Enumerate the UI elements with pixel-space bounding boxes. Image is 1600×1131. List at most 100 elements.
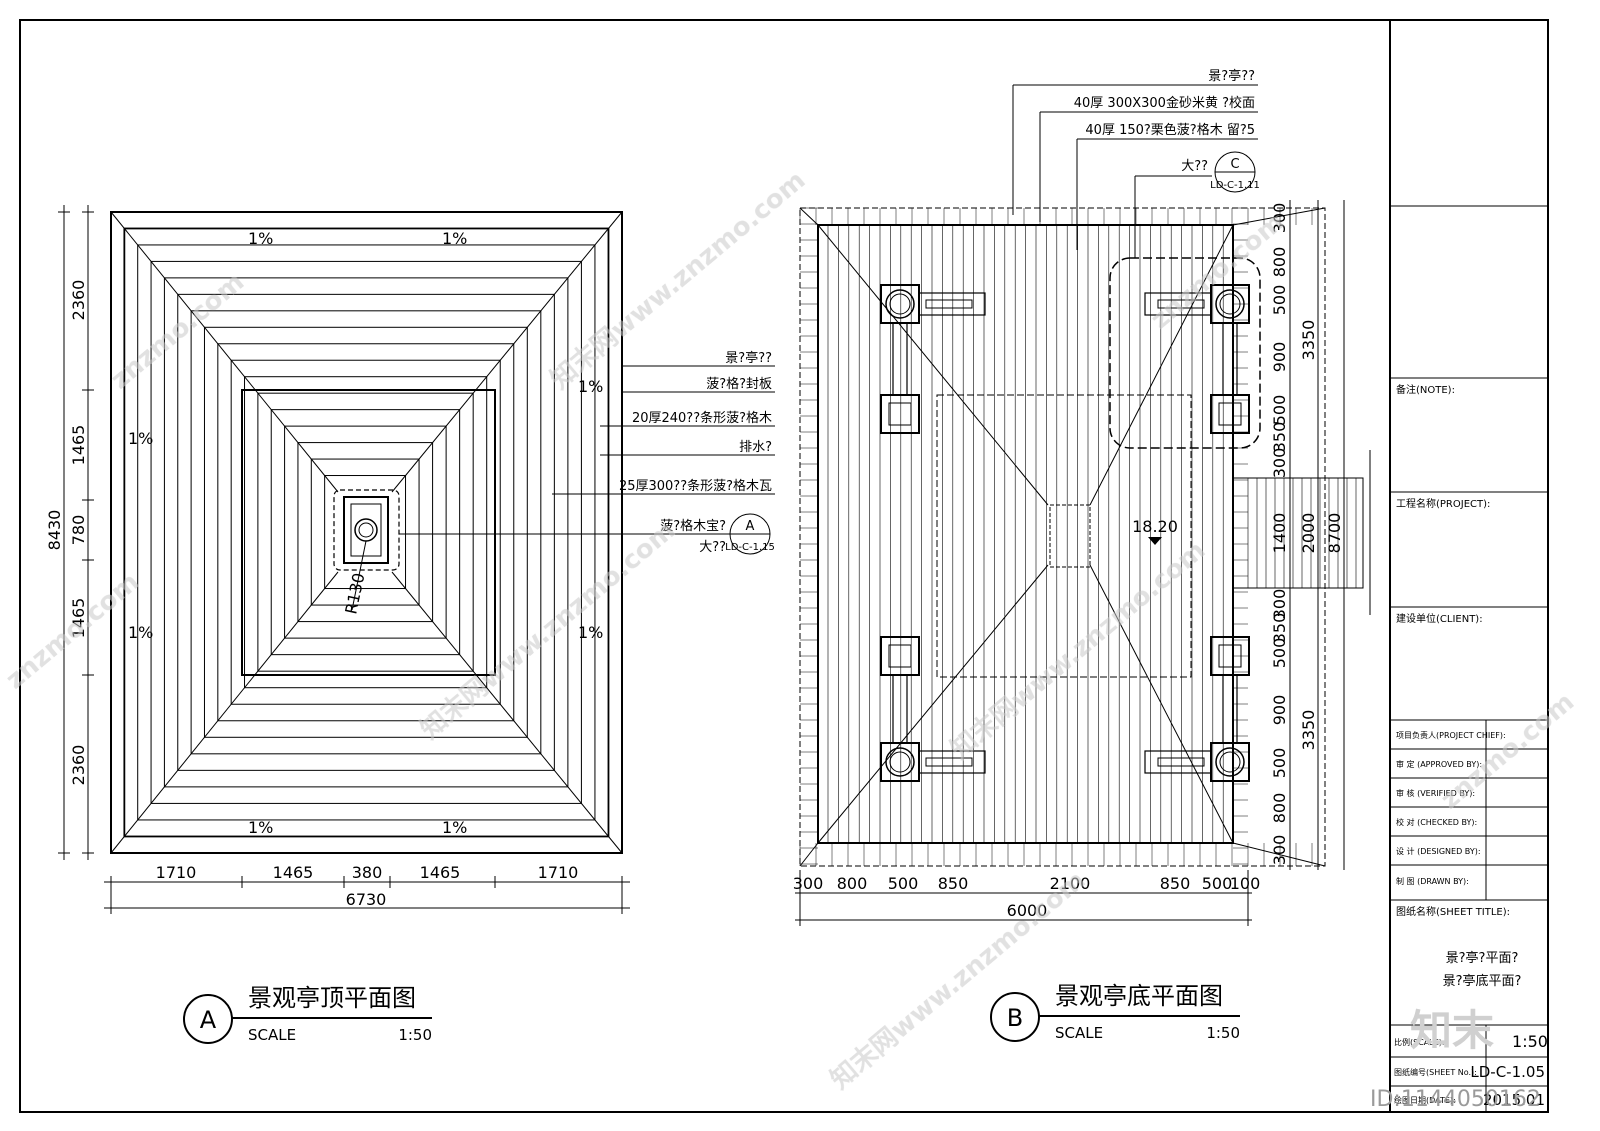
- bench-3: [918, 750, 986, 774]
- watermark-8: znzmo.com: [1435, 687, 1580, 815]
- tb-sheet-no: LD-C-1.05: [1470, 1063, 1545, 1081]
- slope-label-3: 1%: [128, 429, 153, 448]
- finial-base: [343, 496, 389, 564]
- dim-bottom-1: 1710: [156, 863, 197, 882]
- dim-right-inner-9: 300: [1270, 589, 1289, 620]
- ref-a-sheet: LD-C-1.15: [725, 542, 775, 553]
- callout-a-5: 25厚300??条形菠?格木瓦: [619, 478, 772, 494]
- column-square-3: [880, 636, 920, 676]
- finial-circle: [354, 518, 378, 542]
- dim-right-inner-5: 500: [1270, 395, 1289, 426]
- dim-right-inner-7: 300: [1270, 448, 1289, 479]
- slope-label-8: 1%: [442, 818, 467, 837]
- dim-right-inner-3: 500: [1270, 285, 1289, 316]
- dim-left-1: 2360: [69, 280, 88, 321]
- plan-a-scale-label: SCALE: [248, 1026, 296, 1044]
- tb-scale-label: 比例(SCALE):: [1394, 1037, 1445, 1047]
- plan-a-title: 景观亭顶平面图: [248, 984, 416, 1012]
- plan-b-right-dim-text: 3008005009005003503001400300350500900500…: [1270, 203, 1289, 866]
- roof-projection-dashed: [936, 394, 1192, 678]
- tb-role-2: 审 定 (APPROVED BY):: [1396, 759, 1482, 769]
- tb-role-5: 设 计 (DESIGNED BY):: [1396, 846, 1481, 856]
- plan-b-callouts: [1012, 84, 1258, 258]
- plan-b-scale-label: SCALE: [1055, 1024, 1103, 1042]
- slope-label-1: 1%: [248, 229, 273, 248]
- dim-right-inner-11: 500: [1270, 638, 1289, 669]
- dim-right-inner-4: 900: [1270, 342, 1289, 373]
- callout-b-4: 大??: [1181, 159, 1208, 174]
- dim-bottom-total: 6730: [346, 890, 387, 909]
- dim-right-total: 8700: [1325, 513, 1344, 554]
- title-block-text: 备注(NOTE): 工程名称(PROJECT): 建设单位(CLIENT): 项…: [1394, 383, 1548, 1109]
- dim-right-mid-3: 3350: [1299, 710, 1318, 751]
- plan-a-left-dim-text: 2360 1465 780 1465 2360 8430: [45, 280, 88, 786]
- dim-right-inner-12: 900: [1270, 695, 1289, 726]
- tb-role-4: 校 对 (CHECKED BY):: [1396, 817, 1477, 827]
- radius-label: R130: [341, 571, 368, 616]
- callout-a-2: 菠?格?封板: [706, 376, 772, 392]
- plan-a-title-block: A 景观亭顶平面图 SCALE 1:50: [183, 984, 432, 1044]
- ref-c-letter: C: [1230, 157, 1239, 172]
- callout-a-6: 菠?格木宝?: [660, 518, 726, 534]
- title-block: [1390, 205, 1548, 1112]
- tb-date-label: 绘图日期(DATE):: [1394, 1095, 1456, 1105]
- dim-left-total: 8430: [45, 510, 64, 551]
- callout-b-3: 40厚 150?栗色菠?格木 留?5: [1085, 122, 1255, 138]
- roof-concentric-rings: [123, 227, 610, 838]
- tb-project: 工程名称(PROJECT):: [1396, 497, 1490, 510]
- plan-b-floor: [799, 207, 1371, 867]
- tb-date-value: 2015.01: [1483, 1091, 1545, 1109]
- column-square-1: [880, 394, 920, 434]
- slope-label-5: 1%: [128, 623, 153, 642]
- dim-left-4: 1465: [69, 598, 88, 639]
- detail-c-area: [1109, 257, 1261, 449]
- watermark-id: ID:1144050162: [1370, 1087, 1541, 1112]
- dim-right-inner-13: 500: [1270, 748, 1289, 779]
- tb-client: 建设单位(CLIENT):: [1396, 612, 1483, 625]
- dim-b-bottom-8: 100: [1230, 874, 1261, 893]
- dim-right-inner-8: 1400: [1270, 513, 1289, 554]
- dim-right-inner-6: 350: [1270, 422, 1289, 453]
- ref-a-letter: A: [746, 519, 755, 534]
- dim-right-mid-1: 3350: [1299, 320, 1318, 361]
- plan-a-callout-text: 景?亭?? 菠?格?封板 20厚240??条形菠?格木 排水? 25厚300??…: [619, 350, 775, 555]
- plan-a-callouts: [399, 365, 775, 555]
- plan-a-bottom-dims: [104, 876, 630, 914]
- plan-b-scale-value: 1:50: [1206, 1024, 1240, 1042]
- column-round-4: [1210, 742, 1250, 782]
- plan-a-left-dims: [58, 205, 94, 860]
- callout-a-4: 排水?: [739, 440, 772, 455]
- callout-b-2: 40厚 300X300金砂米黄 ?校面: [1074, 95, 1255, 111]
- tb-role-3: 审 核 (VERIFIED BY):: [1396, 788, 1475, 798]
- watermark-3: znzmo.com: [0, 567, 145, 695]
- plan-b-bottom-dims: [795, 870, 1252, 926]
- slope-label-2: 1%: [442, 229, 467, 248]
- dim-bottom-5: 1710: [538, 863, 579, 882]
- tb-sheet-title-1: 景?亭?平面?: [1446, 950, 1519, 966]
- plan-a-roof: [110, 211, 623, 854]
- column-round-1: [880, 284, 920, 324]
- slope-label-4: 1%: [578, 377, 603, 396]
- bench-1: [918, 292, 986, 316]
- plan-b-title: 景观亭底平面图: [1055, 982, 1223, 1010]
- roof-outer-edge: [110, 211, 623, 854]
- dim-b-bottom-6: 850: [1160, 874, 1191, 893]
- dim-bottom-4: 1465: [420, 863, 461, 882]
- bench-4: [1144, 750, 1212, 774]
- plan-a-bottom-dim-text: 1710 1465 380 1465 1710 6730: [156, 863, 579, 909]
- dim-b-bottom-7: 500: [1202, 874, 1233, 893]
- dim-right-inner-15: 300: [1270, 835, 1289, 866]
- column-round-3: [880, 742, 920, 782]
- plan-a-scale-value: 1:50: [398, 1026, 432, 1044]
- tb-scale-value: 1:50: [1512, 1032, 1548, 1051]
- callout-a-3: 20厚240??条形菠?格木: [632, 410, 772, 426]
- plan-b-callout-text: 景?亭?? 40厚 300X300金砂米黄 ?校面 40厚 150?栗色菠?格木…: [1074, 68, 1260, 191]
- dim-right-mid-2: 2000: [1299, 513, 1318, 554]
- tb-sheet-title-2: 景?亭底平面?: [1443, 973, 1522, 989]
- dim-bottom-3: 380: [352, 863, 383, 882]
- watermark-logo: 知末: [1410, 1006, 1494, 1055]
- dim-b-bottom-3: 500: [888, 874, 919, 893]
- dim-bottom-2: 1465: [273, 863, 314, 882]
- plan-b-circle-label: B: [1007, 1004, 1023, 1032]
- dim-right-inner-2: 800: [1270, 247, 1289, 278]
